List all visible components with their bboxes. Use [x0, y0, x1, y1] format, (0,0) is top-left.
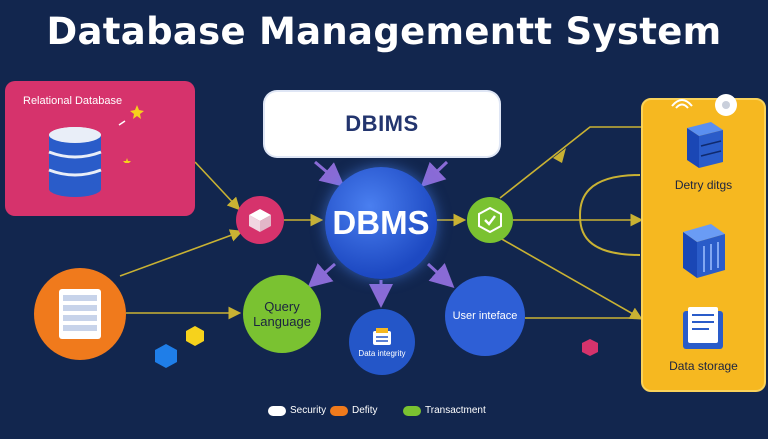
legend-label-security: Security: [290, 405, 327, 416]
cube-icon: [249, 209, 271, 232]
arrow-relational-to-node: [194, 161, 241, 211]
dbims-label: DBIMS: [345, 111, 419, 136]
wifi-icon: [671, 99, 693, 109]
server-icon: [59, 289, 101, 339]
relational-database-label: Relational Database: [23, 95, 123, 107]
legend-swatch-transactment: [403, 405, 421, 416]
hexagon-blue: [155, 344, 177, 368]
dbms-center: DBMS: [325, 167, 437, 279]
storage-top-label: Detry ditgs: [674, 178, 733, 192]
legend-item-security: Security: [268, 405, 326, 416]
query-language-node: Query Language: [243, 275, 321, 353]
check-node: [467, 197, 513, 243]
legend-swatch-defity: [330, 405, 348, 416]
legend-label-defity: Defity: [352, 405, 378, 416]
document-stack-icon: [683, 307, 723, 349]
legend-item-transactment: Transactment: [403, 405, 486, 416]
disc-icon: [715, 94, 737, 116]
sparkle-icon: [118, 105, 144, 163]
data-integrity-node: Data integrity: [349, 309, 415, 375]
data-storage-panel: Detry ditgs Data storage: [641, 98, 766, 392]
user-interface-label: User inteface: [452, 310, 518, 322]
storage-bottom-label: Data storage: [669, 359, 738, 373]
hexagon-yellow: [186, 326, 204, 346]
dbims-box: DBIMS: [265, 92, 499, 156]
arrow-green-to-storage-bottom: [499, 237, 643, 320]
user-interface-node: User inteface: [445, 276, 525, 356]
query-language-label: Query Language: [253, 299, 311, 329]
storage-cube-icon: [683, 224, 725, 278]
checkmark-icon: [478, 207, 502, 233]
server-node: [34, 268, 126, 360]
arrow-green-to-storage-top: [499, 126, 641, 199]
legend-swatch-security: [268, 405, 286, 416]
data-integrity-label: Data integrity: [358, 348, 406, 358]
relational-database-panel: Relational Database: [5, 81, 195, 216]
dbms-label: DBMS: [332, 204, 430, 241]
server-rack-icon: [687, 122, 723, 168]
legend-label-transactment: Transactment: [425, 405, 486, 416]
database-icon: [48, 127, 102, 197]
page-title: Database Managementt System: [46, 10, 722, 53]
legend-item-defity: Defity: [330, 405, 378, 416]
hexagon-pink: [582, 339, 598, 356]
arrow-server-to-node: [119, 229, 244, 277]
cube-node: [236, 196, 284, 244]
shield-icon: [373, 327, 391, 345]
